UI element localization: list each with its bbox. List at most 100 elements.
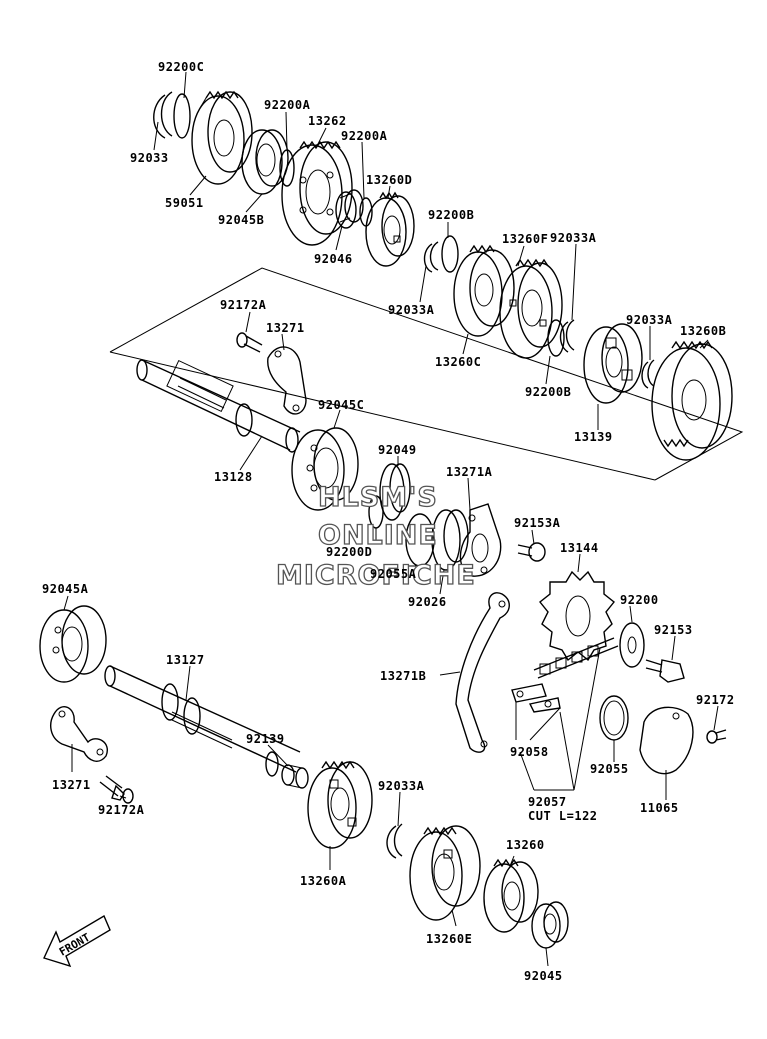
label-92200A-2[interactable]: 92200A	[341, 129, 388, 143]
label-13260F[interactable]: 13260F	[502, 232, 548, 246]
bearing-92045A[interactable]	[39, 605, 107, 683]
bearing-92045B[interactable]	[241, 129, 289, 195]
gear-13260B[interactable]	[651, 340, 733, 461]
needle-bearing-92139[interactable]	[281, 764, 309, 789]
label-92200A-1[interactable]: 92200A	[264, 98, 311, 112]
label-92058[interactable]: 92058	[510, 745, 549, 759]
label-13271B[interactable]: 13271B	[380, 669, 426, 683]
bearing-92045C[interactable]	[291, 427, 359, 511]
label-92200B-2[interactable]: 92200B	[525, 385, 571, 399]
retainer-13271-1[interactable]	[267, 346, 307, 415]
label-92045B[interactable]: 92045B	[218, 213, 264, 227]
label-92033A-2[interactable]: 92033A	[388, 303, 435, 317]
label-92033A-1[interactable]: 92033A	[550, 231, 597, 245]
label-92055A[interactable]: 92055A	[370, 567, 417, 581]
gear-13260D[interactable]	[365, 191, 415, 267]
label-92045C[interactable]: 92045C	[318, 398, 364, 412]
washer-92200[interactable]	[619, 622, 645, 668]
washer-92200B-2[interactable]	[547, 319, 565, 357]
watermark-line-2: ONLINE	[318, 520, 438, 551]
label-92200[interactable]: 92200	[620, 593, 659, 607]
label-92153[interactable]: 92153	[654, 623, 693, 637]
gear-13262[interactable]	[281, 140, 353, 246]
label-13128[interactable]: 13128	[214, 470, 253, 484]
label-13271-1[interactable]: 13271	[266, 321, 305, 335]
needle-bearing-92046[interactable]	[335, 189, 364, 229]
label-92033[interactable]: 92033	[130, 151, 169, 165]
chain-92057[interactable]	[533, 637, 619, 679]
label-92057[interactable]: 92057	[528, 795, 567, 809]
oil-seal-92049[interactable]	[379, 463, 411, 521]
front-label: FRONT	[57, 931, 93, 959]
label-92200B-1[interactable]: 92200B	[428, 208, 474, 222]
shaft-13127[interactable]	[104, 665, 301, 777]
label-92055[interactable]: 92055	[590, 762, 629, 776]
o-ring-92055A[interactable]	[405, 513, 435, 567]
label-13271-2[interactable]: 13271	[52, 778, 91, 792]
bolt-92153[interactable]	[645, 659, 685, 683]
circlip-92033A-1[interactable]	[423, 241, 439, 273]
circlip-92033A-3[interactable]	[641, 359, 655, 389]
label-92200D[interactable]: 92200D	[326, 545, 372, 559]
bolt-92172[interactable]	[706, 729, 727, 744]
retainer-13271-2[interactable]	[50, 705, 108, 762]
retainer-13271A[interactable]	[459, 503, 502, 577]
joint-92058[interactable]	[511, 683, 561, 713]
part-labels: 92200C 92033 59051 92200A 13262 92200A 9…	[42, 60, 735, 983]
label-13260B[interactable]: 13260B	[680, 324, 726, 338]
label-92046[interactable]: 92046	[314, 252, 353, 266]
label-13260C[interactable]: 13260C	[435, 355, 481, 369]
label-92172A-2[interactable]: 92172A	[98, 803, 145, 817]
gear-13260F[interactable]	[499, 258, 563, 359]
watermark: HLSM'S ONLINE MICROFICHE	[275, 481, 475, 591]
circlip-92033[interactable]	[153, 91, 173, 139]
arm-13271B[interactable]	[455, 592, 510, 753]
label-13260D[interactable]: 13260D	[366, 173, 412, 187]
washer-92200B-1[interactable]	[441, 235, 459, 273]
label-92172A-1[interactable]: 92172A	[220, 298, 267, 312]
label-92045[interactable]: 92045	[524, 969, 563, 983]
label-92026[interactable]: 92026	[408, 595, 447, 609]
gear-59051[interactable]	[191, 90, 253, 185]
label-13260A[interactable]: 13260A	[300, 874, 347, 888]
shaft-13128[interactable]	[136, 359, 301, 453]
bolt-92153A[interactable]	[517, 542, 546, 562]
label-92033A-3[interactable]: 92033A	[626, 313, 673, 327]
watermark-line-1: HLSM'S	[318, 482, 438, 513]
leader-lines	[63, 71, 719, 967]
collar-92026[interactable]	[431, 509, 469, 571]
bearing-92045[interactable]	[531, 901, 569, 949]
label-13260E[interactable]: 13260E	[426, 932, 472, 946]
label-13139[interactable]: 13139	[574, 430, 613, 444]
cover-11065[interactable]	[639, 706, 694, 775]
gear-13139[interactable]	[583, 323, 643, 404]
o-ring-92055[interactable]	[599, 695, 629, 741]
gear-13260[interactable]	[483, 858, 539, 933]
label-92139[interactable]: 92139	[246, 732, 285, 746]
gear-13260C[interactable]	[453, 244, 515, 337]
label-13127[interactable]: 13127	[166, 653, 205, 667]
label-59051[interactable]: 59051	[165, 196, 204, 210]
circlip-92033A-4[interactable]	[386, 823, 403, 859]
label-92153A[interactable]: 92153A	[514, 516, 561, 530]
label-13260[interactable]: 13260	[506, 838, 545, 852]
bolt-92172A-2[interactable]	[99, 775, 134, 804]
label-92172[interactable]: 92172	[696, 693, 735, 707]
label-92045A[interactable]: 92045A	[42, 582, 89, 596]
label-92057-cut: CUT L=122	[528, 809, 598, 823]
label-11065[interactable]: 11065	[640, 801, 679, 815]
label-92049[interactable]: 92049	[378, 443, 417, 457]
bolt-92172A-1[interactable]	[236, 332, 263, 353]
sprocket-13144[interactable]	[539, 570, 615, 662]
assembly-outline-base	[109, 351, 656, 481]
gear-13260A[interactable]	[307, 760, 373, 849]
circlip-92033A-2[interactable]	[559, 319, 575, 353]
gear-13260E[interactable]	[409, 825, 481, 921]
label-92200C[interactable]: 92200C	[158, 60, 204, 74]
label-13262[interactable]: 13262	[308, 114, 347, 128]
label-13271A[interactable]: 13271A	[446, 465, 493, 479]
label-13144[interactable]: 13144	[560, 541, 599, 555]
label-92033A-4[interactable]: 92033A	[378, 779, 425, 793]
washer-92200C[interactable]	[173, 93, 191, 139]
